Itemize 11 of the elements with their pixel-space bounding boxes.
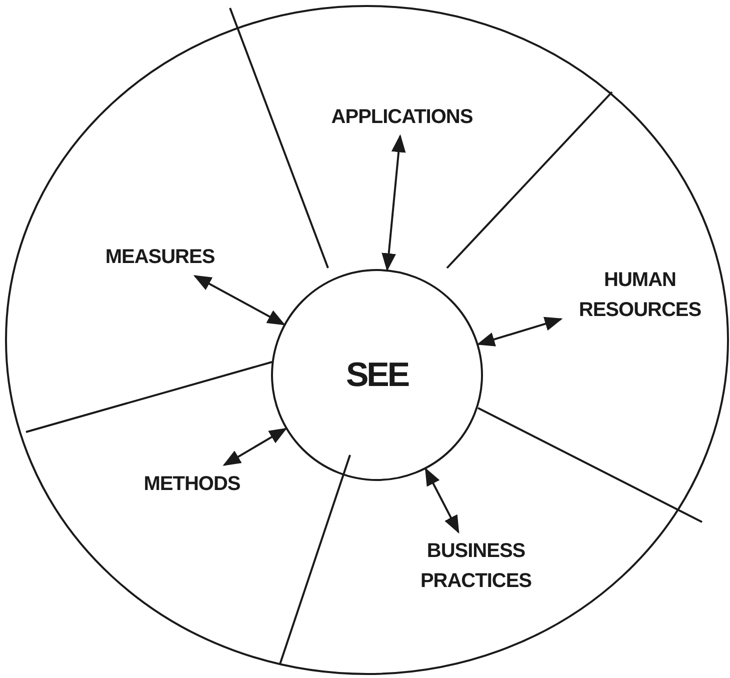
double-arrow [424,468,460,534]
double-arrow [193,275,286,326]
double-arrow [476,316,563,346]
segment-label: APPLICATIONS [317,102,487,132]
segment-label: MEASURES [95,242,225,272]
segment-label: HUMAN RESOURCES [565,265,715,325]
segment-label: METHODS [132,469,252,499]
center-label: SEE [346,354,408,396]
double-arrow [382,134,406,272]
double-arrow [222,428,288,466]
segment-label: BUSINESS PRACTICES [401,536,551,596]
